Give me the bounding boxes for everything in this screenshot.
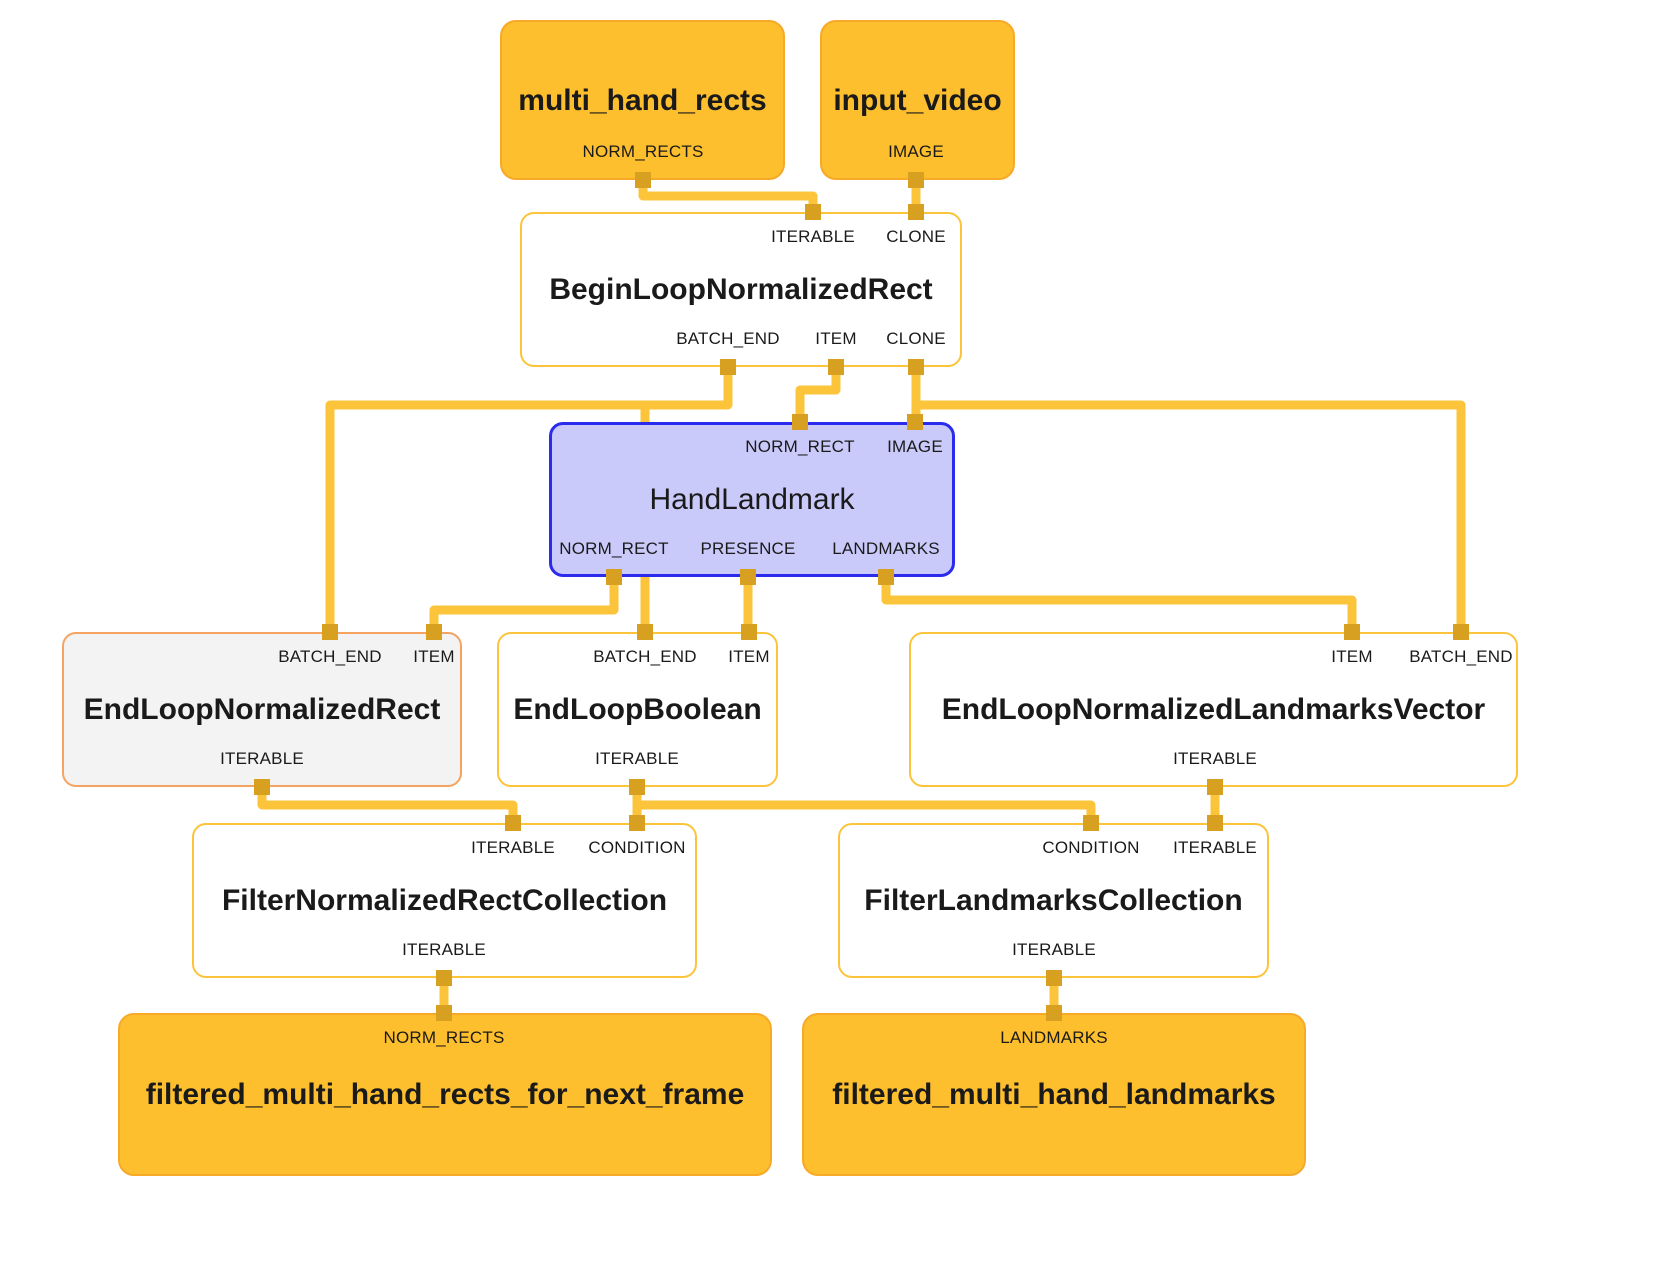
output-port-label-norm_rects[interactable]: NORM_RECTS bbox=[582, 142, 704, 161]
output-port-image[interactable] bbox=[908, 172, 924, 188]
graph-node-filtered_multi_hand_landmarks[interactable]: filtered_multi_hand_landmarks bbox=[802, 1013, 1306, 1176]
output-port-landmarks[interactable] bbox=[878, 569, 894, 585]
input-port-label-item[interactable]: ITEM bbox=[413, 647, 455, 666]
input-port-item[interactable] bbox=[1344, 624, 1360, 640]
input-port-item[interactable] bbox=[741, 624, 757, 640]
input-port-condition[interactable] bbox=[1083, 815, 1099, 831]
input-port-label-landmarks[interactable]: LANDMARKS bbox=[1000, 1028, 1108, 1047]
output-port-iterable[interactable] bbox=[436, 970, 452, 986]
input-port-iterable[interactable] bbox=[505, 815, 521, 831]
output-port-label-presence[interactable]: PRESENCE bbox=[700, 539, 796, 558]
output-port-iterable[interactable] bbox=[1207, 779, 1223, 795]
graph-edge[interactable] bbox=[325, 367, 733, 632]
output-port-label-item[interactable]: ITEM bbox=[815, 329, 857, 348]
output-port-item[interactable] bbox=[828, 359, 844, 375]
output-port-label-landmarks[interactable]: LANDMARKS bbox=[832, 539, 940, 558]
input-port-label-batch_end[interactable]: BATCH_END bbox=[1409, 647, 1513, 666]
graph-node-input_video[interactable]: input_video bbox=[820, 20, 1015, 180]
input-port-label-condition[interactable]: CONDITION bbox=[588, 838, 686, 857]
graph-node-EndLoopBoolean[interactable]: EndLoopBoolean bbox=[497, 632, 778, 787]
input-port-label-batch_end[interactable]: BATCH_END bbox=[593, 647, 697, 666]
graph-edge[interactable] bbox=[429, 577, 619, 632]
graph-node-FilterNormalizedRectCollection[interactable]: FilterNormalizedRectCollection bbox=[192, 823, 697, 978]
node-title: EndLoopNormalizedLandmarksVector bbox=[941, 693, 1486, 726]
input-port-label-image[interactable]: IMAGE bbox=[887, 437, 943, 456]
node-title: filtered_multi_hand_landmarks bbox=[832, 1078, 1276, 1111]
node-title: EndLoopBoolean bbox=[513, 693, 762, 726]
input-port-label-batch_end[interactable]: BATCH_END bbox=[278, 647, 382, 666]
input-port-label-item[interactable]: ITEM bbox=[728, 647, 770, 666]
output-port-norm_rect[interactable] bbox=[606, 569, 622, 585]
output-port-presence[interactable] bbox=[740, 569, 756, 585]
input-port-batch_end[interactable] bbox=[637, 624, 653, 640]
output-port-iterable[interactable] bbox=[1046, 970, 1062, 986]
input-port-batch_end[interactable] bbox=[322, 624, 338, 640]
output-port-label-iterable[interactable]: ITERABLE bbox=[595, 749, 679, 768]
output-port-label-iterable[interactable]: ITERABLE bbox=[402, 940, 486, 959]
node-title: multi_hand_rects bbox=[518, 83, 767, 117]
node-title: BeginLoopNormalizedRect bbox=[549, 273, 933, 306]
node-title: filtered_multi_hand_rects_for_next_frame bbox=[145, 1078, 745, 1111]
input-port-item[interactable] bbox=[426, 624, 442, 640]
graph-edge[interactable] bbox=[916, 400, 1466, 632]
node-title: HandLandmark bbox=[649, 483, 855, 516]
input-port-image[interactable] bbox=[907, 414, 923, 430]
output-port-iterable[interactable] bbox=[629, 779, 645, 795]
input-port-label-norm_rect[interactable]: NORM_RECT bbox=[745, 437, 855, 456]
node-title: input_video bbox=[833, 83, 1002, 117]
graph-edge[interactable] bbox=[257, 787, 518, 823]
output-port-label-iterable[interactable]: ITERABLE bbox=[220, 749, 304, 768]
node-title: FilterLandmarksCollection bbox=[864, 884, 1243, 917]
input-port-label-norm_rects[interactable]: NORM_RECTS bbox=[383, 1028, 505, 1047]
input-port-norm_rects[interactable] bbox=[436, 1005, 452, 1021]
input-port-label-condition[interactable]: CONDITION bbox=[1042, 838, 1140, 857]
output-port-label-norm_rect[interactable]: NORM_RECT bbox=[559, 539, 669, 558]
input-port-label-iterable[interactable]: ITERABLE bbox=[471, 838, 555, 857]
output-port-label-batch_end[interactable]: BATCH_END bbox=[676, 329, 780, 348]
input-port-landmarks[interactable] bbox=[1046, 1005, 1062, 1021]
graph-node-multi_hand_rects[interactable]: multi_hand_rects bbox=[500, 20, 785, 180]
output-port-iterable[interactable] bbox=[254, 779, 270, 795]
graph-edge[interactable] bbox=[795, 367, 841, 422]
input-port-label-clone[interactable]: CLONE bbox=[886, 227, 946, 246]
node-title: EndLoopNormalizedRect bbox=[83, 693, 441, 726]
input-port-norm_rect[interactable] bbox=[792, 414, 808, 430]
output-port-clone[interactable] bbox=[908, 359, 924, 375]
graph-node-FilterLandmarksCollection[interactable]: FilterLandmarksCollection bbox=[838, 823, 1269, 978]
input-port-condition[interactable] bbox=[629, 815, 645, 831]
graph-edge[interactable] bbox=[881, 577, 1357, 632]
output-port-norm_rects[interactable] bbox=[635, 172, 651, 188]
output-port-label-iterable[interactable]: ITERABLE bbox=[1173, 749, 1257, 768]
input-port-label-item[interactable]: ITEM bbox=[1331, 647, 1373, 666]
input-port-clone[interactable] bbox=[908, 204, 924, 220]
output-port-label-image[interactable]: IMAGE bbox=[888, 142, 944, 161]
graph-node-filtered_multi_hand_rects_for_next_frame[interactable]: filtered_multi_hand_rects_for_next_frame bbox=[118, 1013, 772, 1176]
input-port-label-iterable[interactable]: ITERABLE bbox=[771, 227, 855, 246]
output-port-batch_end[interactable] bbox=[720, 359, 736, 375]
node-title: FilterNormalizedRectCollection bbox=[221, 884, 668, 917]
output-port-label-clone[interactable]: CLONE bbox=[886, 329, 946, 348]
graph-node-HandLandmark[interactable]: HandLandmark bbox=[549, 422, 955, 577]
input-port-label-iterable[interactable]: ITERABLE bbox=[1173, 838, 1257, 857]
graph-node-BeginLoopNormalizedRect[interactable]: BeginLoopNormalizedRect bbox=[520, 212, 962, 367]
output-port-label-iterable[interactable]: ITERABLE bbox=[1012, 940, 1096, 959]
graph-node-EndLoopNormalizedRect[interactable]: EndLoopNormalizedRect bbox=[62, 632, 462, 787]
input-port-iterable[interactable] bbox=[805, 204, 821, 220]
input-port-batch_end[interactable] bbox=[1453, 624, 1469, 640]
input-port-iterable[interactable] bbox=[1207, 815, 1223, 831]
graph-node-EndLoopNormalizedLandmarksVector[interactable]: EndLoopNormalizedLandmarksVector bbox=[909, 632, 1518, 787]
